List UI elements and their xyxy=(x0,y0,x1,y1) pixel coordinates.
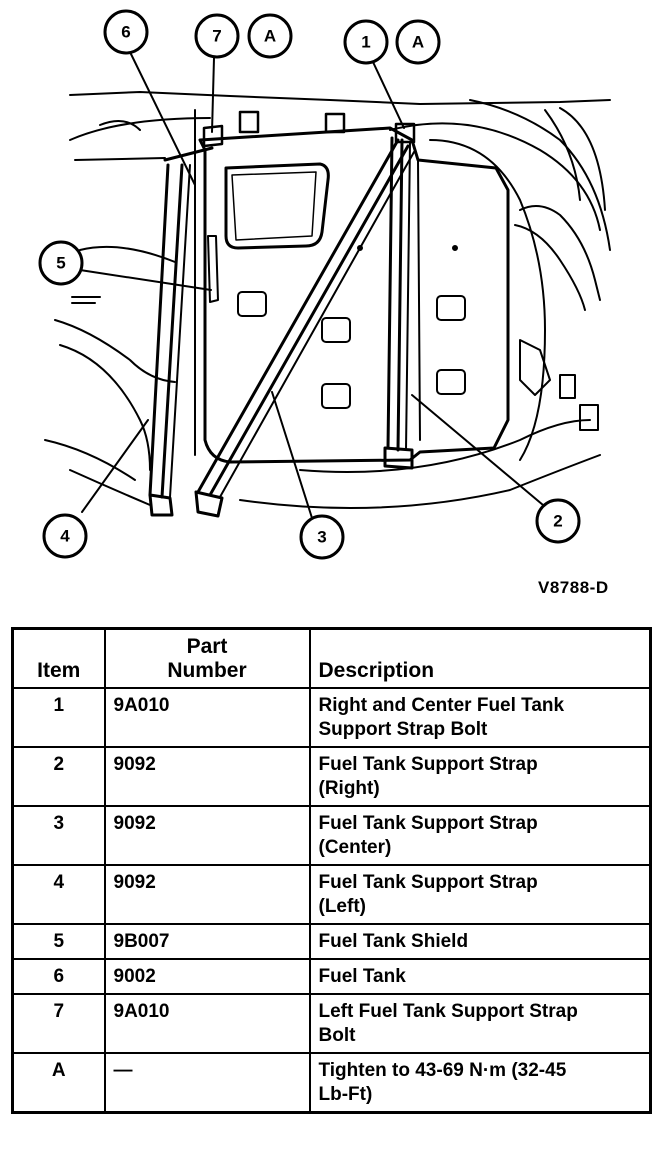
table-row: 5 9B007 Fuel Tank Shield xyxy=(11,923,652,960)
fuel-tank-diagram: 6 7 A 1 A 5 4 3 2 V8788-D xyxy=(38,9,611,597)
bolts xyxy=(202,110,416,148)
row-item: 6 xyxy=(11,958,106,995)
diagram-artwork: 6 7 A 1 A 5 4 3 2 xyxy=(38,9,611,560)
row-description: Fuel Tank Support Strap (Center) xyxy=(308,805,652,866)
description-line: (Left) xyxy=(318,896,366,917)
row-part-number: 9092 xyxy=(103,805,311,866)
row-item: 5 xyxy=(11,923,106,960)
callout-a-right: A xyxy=(412,33,424,52)
leader-lines xyxy=(79,51,544,519)
left-support-strap xyxy=(148,146,214,517)
header-part-line2: Number xyxy=(167,659,247,682)
table-row: 6 9002 Fuel Tank xyxy=(11,958,652,995)
row-item: 4 xyxy=(11,864,106,925)
description-line: Right and Center Fuel Tank xyxy=(318,695,565,716)
header-item: Item xyxy=(11,627,106,689)
row-item: 7 xyxy=(11,993,106,1054)
row-description: Fuel Tank xyxy=(308,958,652,995)
row-item: 1 xyxy=(11,687,106,748)
row-part-number: 9B007 xyxy=(103,923,311,960)
right-support-strap xyxy=(383,136,414,470)
row-part-number: 9092 xyxy=(103,864,311,925)
underbody-outline xyxy=(44,91,611,509)
table-row: 4 9092 Fuel Tank Support Strap (Left) xyxy=(11,864,652,925)
row-description: Fuel Tank Support Strap (Right) xyxy=(308,746,652,807)
description-line: Fuel Tank Support Strap xyxy=(318,872,538,893)
description-line: Support Strap Bolt xyxy=(318,719,488,740)
table-header-row: Item Part Number Description xyxy=(11,627,652,689)
description-line: Bolt xyxy=(318,1025,356,1046)
row-part-number: 9A010 xyxy=(103,687,311,748)
fuel-tank-shield xyxy=(207,235,219,303)
table-row: 3 9092 Fuel Tank Support Strap (Center) xyxy=(11,805,652,866)
callout-5: 5 xyxy=(56,254,65,273)
description-line: (Right) xyxy=(318,778,380,799)
row-part-number: — xyxy=(103,1052,311,1114)
row-description: Fuel Tank Shield xyxy=(308,923,652,960)
header-part-number: Part Number xyxy=(103,627,311,689)
description-line: Fuel Tank Support Strap xyxy=(318,813,538,834)
header-description: Description xyxy=(308,627,652,689)
row-part-number: 9002 xyxy=(103,958,311,995)
row-part-number: 9092 xyxy=(103,746,311,807)
row-item: 2 xyxy=(11,746,106,807)
callout-6: 6 xyxy=(121,23,130,42)
description-line: Lb-Ft) xyxy=(318,1084,373,1105)
tank-ribs xyxy=(237,245,466,409)
table-row: 2 9092 Fuel Tank Support Strap (Right) xyxy=(11,746,652,807)
row-item: 3 xyxy=(11,805,106,866)
header-part-line1: Part xyxy=(186,635,228,658)
callout-1: 1 xyxy=(361,33,370,52)
callout-circles xyxy=(38,9,581,560)
parts-table: Item Part Number Description 1 9A010 Rig… xyxy=(11,627,652,1114)
description-line: (Center) xyxy=(318,837,392,858)
callout-a-left: A xyxy=(264,27,276,46)
description-line: Fuel Tank Support Strap xyxy=(318,754,538,775)
description-line: Fuel Tank xyxy=(318,966,406,987)
callout-3: 3 xyxy=(317,528,326,547)
center-support-strap xyxy=(194,138,415,518)
callout-4: 4 xyxy=(60,527,70,546)
callout-7: 7 xyxy=(212,27,221,46)
row-item: A xyxy=(11,1052,106,1114)
figure-id: V8788-D xyxy=(538,578,609,597)
fuel-tank-outline xyxy=(198,126,510,464)
callout-2: 2 xyxy=(553,512,562,531)
row-part-number: 9A010 xyxy=(103,993,311,1054)
description-line: Tighten to 43-69 N·m (32-45 xyxy=(318,1060,567,1081)
row-description: Fuel Tank Support Strap (Left) xyxy=(308,864,652,925)
description-line: Fuel Tank Shield xyxy=(318,931,469,952)
description-line: Left Fuel Tank Support Strap xyxy=(318,1001,578,1022)
